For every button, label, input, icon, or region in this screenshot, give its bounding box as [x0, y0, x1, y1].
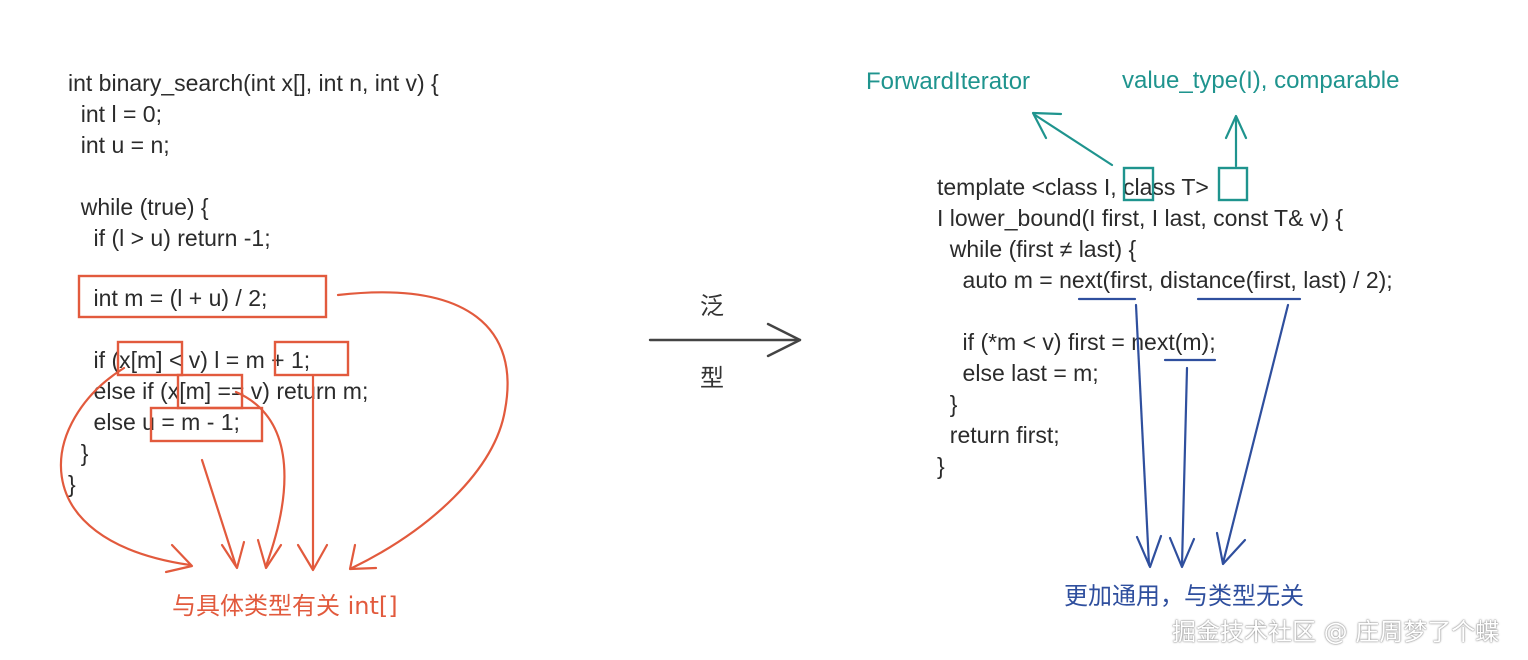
box-m-plus-1 — [273, 340, 350, 377]
code-line: int binary_search(int x[], int n, int v)… — [68, 70, 439, 96]
code-line: while (first ≠ last) { — [937, 236, 1137, 262]
right-code-block: template <class I, class T> I lower_boun… — [937, 172, 1393, 544]
code-line: if (l > u) return -1; — [68, 225, 271, 251]
arrow-to-forward-iterator — [1033, 113, 1114, 167]
left-code-block: int binary_search(int x[], int n, int v)… — [68, 68, 439, 564]
code-line: if (x[m] < v) l = m + 1; — [68, 347, 311, 373]
arrowhead — [1031, 111, 1063, 140]
arrowhead — [296, 543, 329, 572]
arrow-curve — [1221, 303, 1290, 565]
box-midpoint — [77, 274, 328, 319]
code-line: auto m = next(first, distance(first, las… — [937, 267, 1393, 293]
generic-label-bottom: 型 — [700, 364, 724, 392]
arrow-curve — [1134, 303, 1151, 567]
arrowhead — [766, 322, 802, 358]
code-line: template <class I, class T> — [937, 174, 1209, 200]
type-agnostic-note: 更加通用，与类型无关 — [1064, 582, 1304, 610]
box-xm-equal — [176, 373, 244, 410]
arrowhead — [348, 543, 378, 571]
left-arrows — [59, 291, 509, 574]
box-u-minus-1 — [149, 406, 264, 443]
code-line: } — [937, 391, 958, 417]
template-param-boxes — [1122, 166, 1249, 202]
code-line: else u = m - 1; — [68, 409, 240, 435]
value-type-label: value_type(I), comparable — [1122, 67, 1400, 94]
box-param-i — [1122, 166, 1155, 202]
arrowhead — [1224, 114, 1248, 140]
forward-iterator-label: ForwardIterator — [866, 68, 1031, 95]
generic-arrow — [648, 322, 802, 358]
arrow-curve — [200, 458, 238, 568]
type-specific-note: 与具体类型有关 int[] — [172, 592, 398, 620]
box-xm-compare — [116, 340, 184, 377]
arrow-curve — [1180, 366, 1189, 567]
code-line: return first; — [937, 422, 1060, 448]
code-line: I lower_bound(I first, I last, const T& … — [937, 205, 1344, 231]
watermark: 掘金技术社区 @ 庄周梦了个蝶 — [1172, 618, 1500, 646]
left-highlight-boxes — [77, 274, 350, 443]
code-line: } — [937, 453, 945, 479]
generic-label-top: 泛 — [700, 292, 724, 320]
box-param-t — [1217, 166, 1249, 202]
code-line: else if (x[m] == v) return m; — [68, 378, 369, 404]
arrowhead — [164, 543, 194, 574]
arrow-curve — [336, 291, 509, 570]
code-line: int l = 0; — [68, 101, 162, 127]
code-line: if (*m < v) first = next(m); — [937, 329, 1216, 355]
teal-arrows — [1031, 111, 1248, 168]
code-line: int u = n; — [68, 132, 170, 158]
arrowhead — [1168, 536, 1196, 569]
arrowhead — [220, 540, 246, 570]
arrowhead — [1215, 531, 1247, 566]
arrowhead — [1135, 534, 1163, 569]
blue-underlines — [1077, 297, 1302, 362]
code-line: } — [68, 440, 89, 466]
arrow-curve — [234, 390, 286, 568]
code-line: } — [68, 471, 76, 497]
code-line: int m = (l + u) / 2; — [68, 285, 268, 311]
arrowhead — [256, 538, 283, 570]
code-line: while (true) { — [68, 194, 209, 220]
blue-arrows — [1134, 303, 1290, 569]
code-line: else last = m; — [937, 360, 1099, 386]
arrow-curve — [59, 366, 192, 567]
